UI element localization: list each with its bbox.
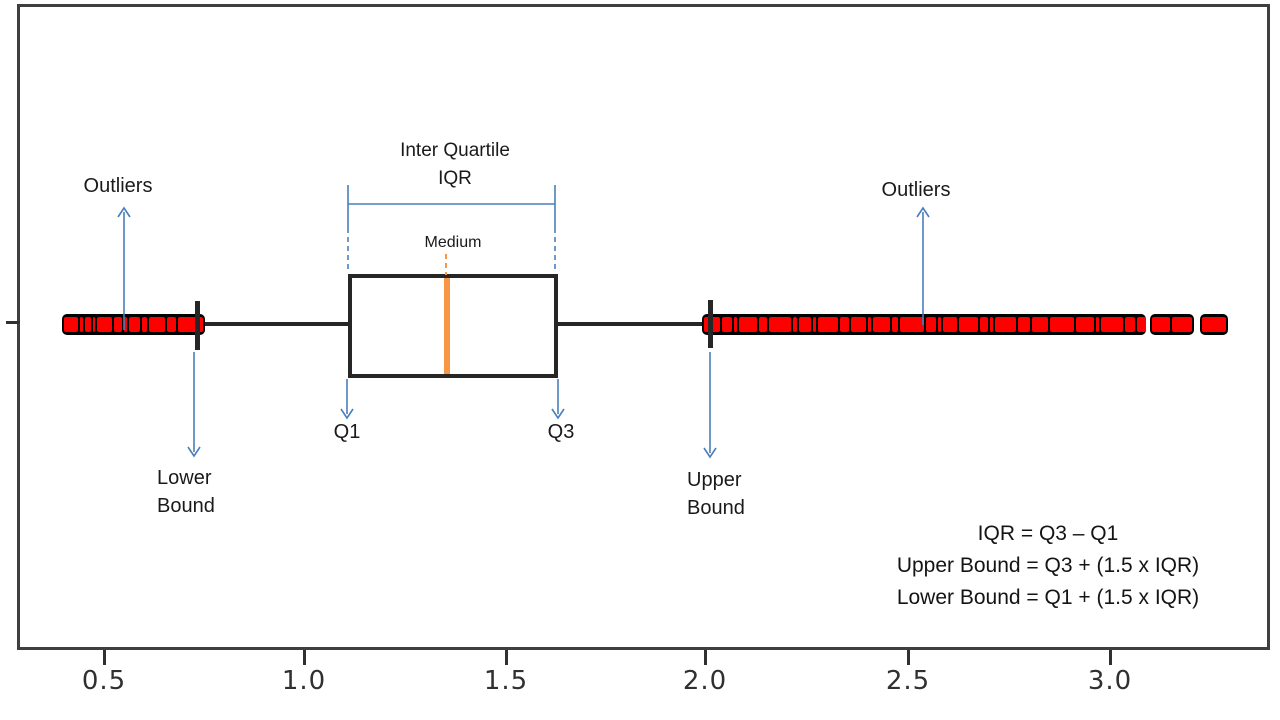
median-line [444, 278, 450, 374]
outlier-point [799, 317, 811, 332]
formula-iqr: IQR = Q3 – Q1 [977, 522, 1119, 545]
outlier-point [769, 317, 791, 332]
outliers-strip-right-single [1200, 314, 1228, 335]
x-tick-label-0.5: 0.5 [81, 666, 127, 696]
x-tick-label-1.5: 1.5 [483, 666, 529, 696]
outlier-point [142, 317, 147, 332]
outlier-point [93, 317, 95, 332]
y-axis-tick [6, 321, 20, 324]
lower-bound-label: Lower Bound [157, 464, 215, 520]
lower-bound-line2: Bound [157, 495, 215, 517]
q1-label: Q1 [333, 421, 361, 443]
formula-lower-bound: Lower Bound = Q1 + (1.5 x IQR) [896, 586, 1200, 609]
outlier-point [813, 317, 816, 332]
outlier-point [995, 317, 1016, 332]
upper-whisker-line [557, 322, 709, 326]
outlier-point [1172, 317, 1192, 332]
outlier-point [734, 317, 737, 332]
outlier-point [1152, 317, 1170, 332]
outlier-point [124, 317, 127, 332]
outlier-point [926, 317, 936, 332]
lower-bound-cap [195, 301, 200, 350]
upper-bound-label: Upper Bound [687, 466, 745, 522]
outlier-point [851, 317, 866, 332]
outliers-strip-left [62, 314, 205, 335]
lower-whisker-line [201, 322, 350, 326]
iqr-title: Inter Quartile IQR [370, 137, 540, 193]
outlier-point [1101, 317, 1123, 332]
outlier-point [114, 317, 122, 332]
x-tick-2.0 [704, 650, 707, 665]
outliers-strip-right-pair [1150, 314, 1194, 335]
outlier-point [1096, 317, 1099, 332]
outlier-point [892, 317, 898, 332]
x-tick-2.5 [907, 650, 910, 665]
outliers-strip-right [702, 314, 1146, 335]
x-tick-1.0 [303, 650, 306, 665]
outlier-point [722, 317, 732, 332]
outlier-point [149, 317, 165, 332]
outlier-point [959, 317, 978, 332]
formula-block: IQR = Q3 – Q1 Upper Bound = Q3 + (1.5 x … [848, 518, 1248, 614]
outlier-point [1202, 317, 1226, 332]
outlier-point [793, 317, 797, 332]
x-tick-label-2.5: 2.5 [885, 666, 931, 696]
outlier-point [1050, 317, 1074, 332]
outlier-point [1018, 317, 1030, 332]
outlier-point [840, 317, 849, 332]
outlier-point [1137, 317, 1146, 332]
x-tick-0.5 [103, 650, 106, 665]
outlier-point [990, 317, 993, 332]
x-tick-label-3.0: 3.0 [1087, 666, 1133, 696]
iqr-title-line2: IQR [438, 168, 472, 189]
outlier-point [1076, 317, 1094, 332]
outlier-point [868, 317, 871, 332]
formula-upper-bound: Upper Bound = Q3 + (1.5 x IQR) [896, 554, 1200, 577]
x-tick-1.5 [505, 650, 508, 665]
x-tick-label-1.0: 1.0 [281, 666, 327, 696]
upper-bound-line1: Upper [687, 469, 742, 491]
outlier-point [64, 317, 78, 332]
q3-label: Q3 [547, 421, 575, 443]
outlier-point [1032, 317, 1048, 332]
upper-bound-cap [708, 300, 713, 348]
outliers-left-label: Outliers [83, 175, 153, 197]
outlier-point [739, 317, 757, 332]
iqr-box [348, 274, 558, 378]
iqr-title-line1: Inter Quartile [400, 140, 510, 161]
outlier-point [80, 317, 83, 332]
outlier-point [85, 317, 91, 332]
upper-bound-line2: Bound [687, 497, 745, 519]
outlier-point [167, 317, 176, 332]
outlier-point [980, 317, 988, 332]
outlier-point [938, 317, 941, 332]
outlier-point [873, 317, 890, 332]
medium-label: Medium [424, 234, 482, 251]
lower-bound-line1: Lower [157, 467, 212, 489]
outlier-point [97, 317, 112, 332]
x-tick-3.0 [1109, 650, 1112, 665]
x-tick-label-2.0: 2.0 [682, 666, 728, 696]
outlier-point [759, 317, 767, 332]
outlier-point [129, 317, 140, 332]
outliers-right-label: Outliers [881, 179, 951, 201]
outlier-point [818, 317, 838, 332]
outlier-point [900, 317, 924, 332]
outlier-point [943, 317, 957, 332]
outlier-point [1125, 317, 1135, 332]
